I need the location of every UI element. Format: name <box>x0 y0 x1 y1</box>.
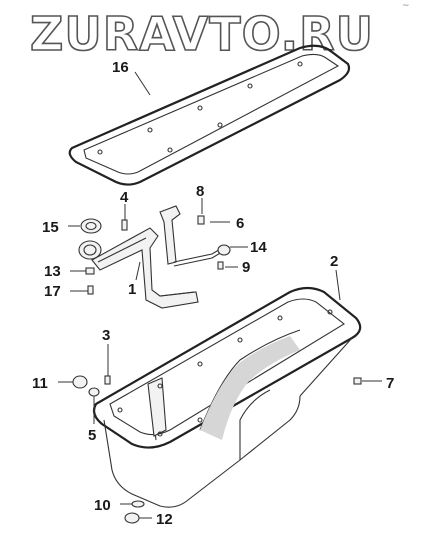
callout-17: 17 <box>44 283 61 300</box>
washer-part-10 <box>131 500 145 508</box>
plug-part-12 <box>124 512 140 524</box>
bolt-part-4 <box>121 219 128 231</box>
tube-line-part-14 <box>173 244 231 270</box>
callout-14: 14 <box>250 239 267 256</box>
oil-pickup-tube-part-1 <box>78 227 199 309</box>
bracket-part-8 <box>159 205 205 265</box>
callout-7: 7 <box>386 375 394 392</box>
callout-6: 6 <box>236 215 244 232</box>
corner-mark: ~ <box>402 1 410 11</box>
gasket-part-16 <box>68 44 351 186</box>
callout-12: 12 <box>156 511 173 528</box>
leader-lines <box>58 71 382 519</box>
callout-labels: 16 4 8 6 15 14 9 13 17 1 2 3 11 7 5 10 1… <box>32 59 394 528</box>
callout-10: 10 <box>94 497 111 514</box>
callout-15: 15 <box>42 219 59 236</box>
callout-11: 11 <box>32 375 48 392</box>
callout-13: 13 <box>44 263 61 280</box>
plug-part-7 <box>353 377 362 385</box>
callout-1: 1 <box>128 281 136 298</box>
watermark-text: ZURAVTO.RU <box>30 7 374 61</box>
callout-5: 5 <box>88 427 96 444</box>
oring-part-15 <box>80 218 102 234</box>
callout-9: 9 <box>242 259 250 276</box>
drain-plug-part-11 <box>72 375 88 389</box>
fitting-part-13-17 <box>85 267 95 295</box>
callout-16: 16 <box>112 59 129 76</box>
bolt-part-3 <box>104 375 111 385</box>
callout-2: 2 <box>330 253 338 270</box>
washer-part-5 <box>88 387 100 397</box>
oil-pan-part-2 <box>92 286 362 508</box>
callout-4: 4 <box>120 189 129 206</box>
callout-3: 3 <box>102 327 110 344</box>
callout-8: 8 <box>196 183 204 200</box>
